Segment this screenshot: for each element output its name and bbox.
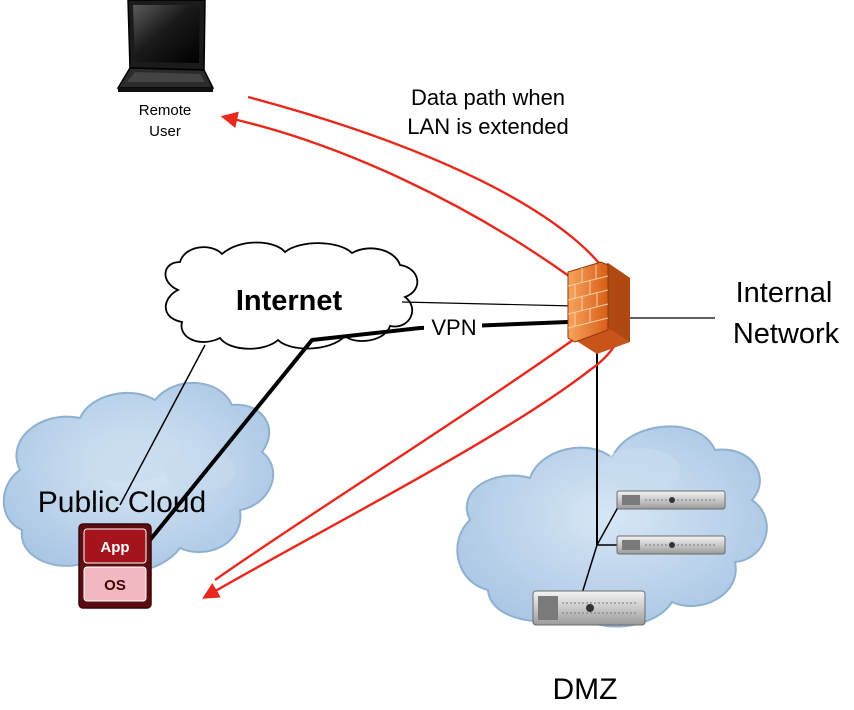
public-cloud-label: Public Cloud bbox=[38, 486, 206, 519]
internal-network-label-line2: Network bbox=[733, 318, 840, 350]
internal-network-label: Internal bbox=[736, 277, 833, 309]
laptop-icon bbox=[116, 0, 215, 92]
data-path-label-line2: LAN is extended bbox=[407, 114, 568, 139]
internet-cloud bbox=[164, 241, 419, 350]
os-label: OS bbox=[104, 577, 126, 594]
dmz-cloud bbox=[456, 425, 768, 628]
firewall-icon bbox=[567, 261, 630, 354]
vpn-label-bg bbox=[424, 313, 482, 341]
vpn-label: VPN bbox=[431, 315, 476, 340]
rack-server-icon bbox=[532, 490, 726, 626]
data-path-curves bbox=[202, 95, 625, 599]
virtual-machine-icon bbox=[78, 523, 152, 609]
dmz-label: DMZ bbox=[553, 673, 618, 706]
remote-user-label: Remote bbox=[139, 102, 192, 119]
remote-user-label-line2: User bbox=[149, 123, 181, 140]
network-links bbox=[119, 301, 715, 601]
internet-label: Internet bbox=[236, 285, 343, 317]
vpn-link bbox=[148, 320, 569, 542]
app-label: App bbox=[100, 539, 129, 556]
data-path-label: Data path when bbox=[411, 85, 565, 110]
